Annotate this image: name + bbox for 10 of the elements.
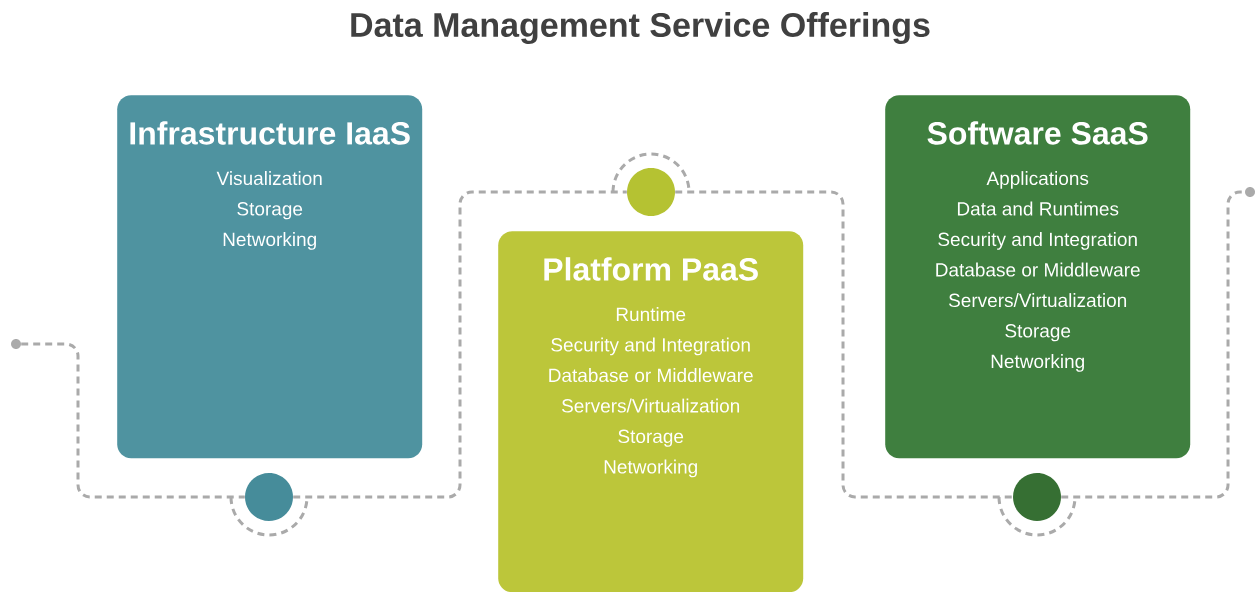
service-card: Infrastructure IaaS Visualization Storage Networking xyxy=(117,95,423,459)
service-card: Platform PaaS Runtime Security and Integration Database or Middleware Servers/Virtualization Storage Networking xyxy=(498,231,804,592)
title: Data Management Service Offerings xyxy=(351,12,930,44)
service-card: Software SaaS Applications Data and Runtimes Security and Integration Database or Middleware Servers/Virtualization Storage Networking xyxy=(885,95,1191,459)
circle-marker xyxy=(1013,473,1061,521)
dashed-connector xyxy=(293,190,627,499)
circle-marker xyxy=(245,473,293,521)
dashed-connector xyxy=(675,190,1013,499)
dashed-connector xyxy=(21,342,245,499)
circle-marker xyxy=(627,168,675,216)
